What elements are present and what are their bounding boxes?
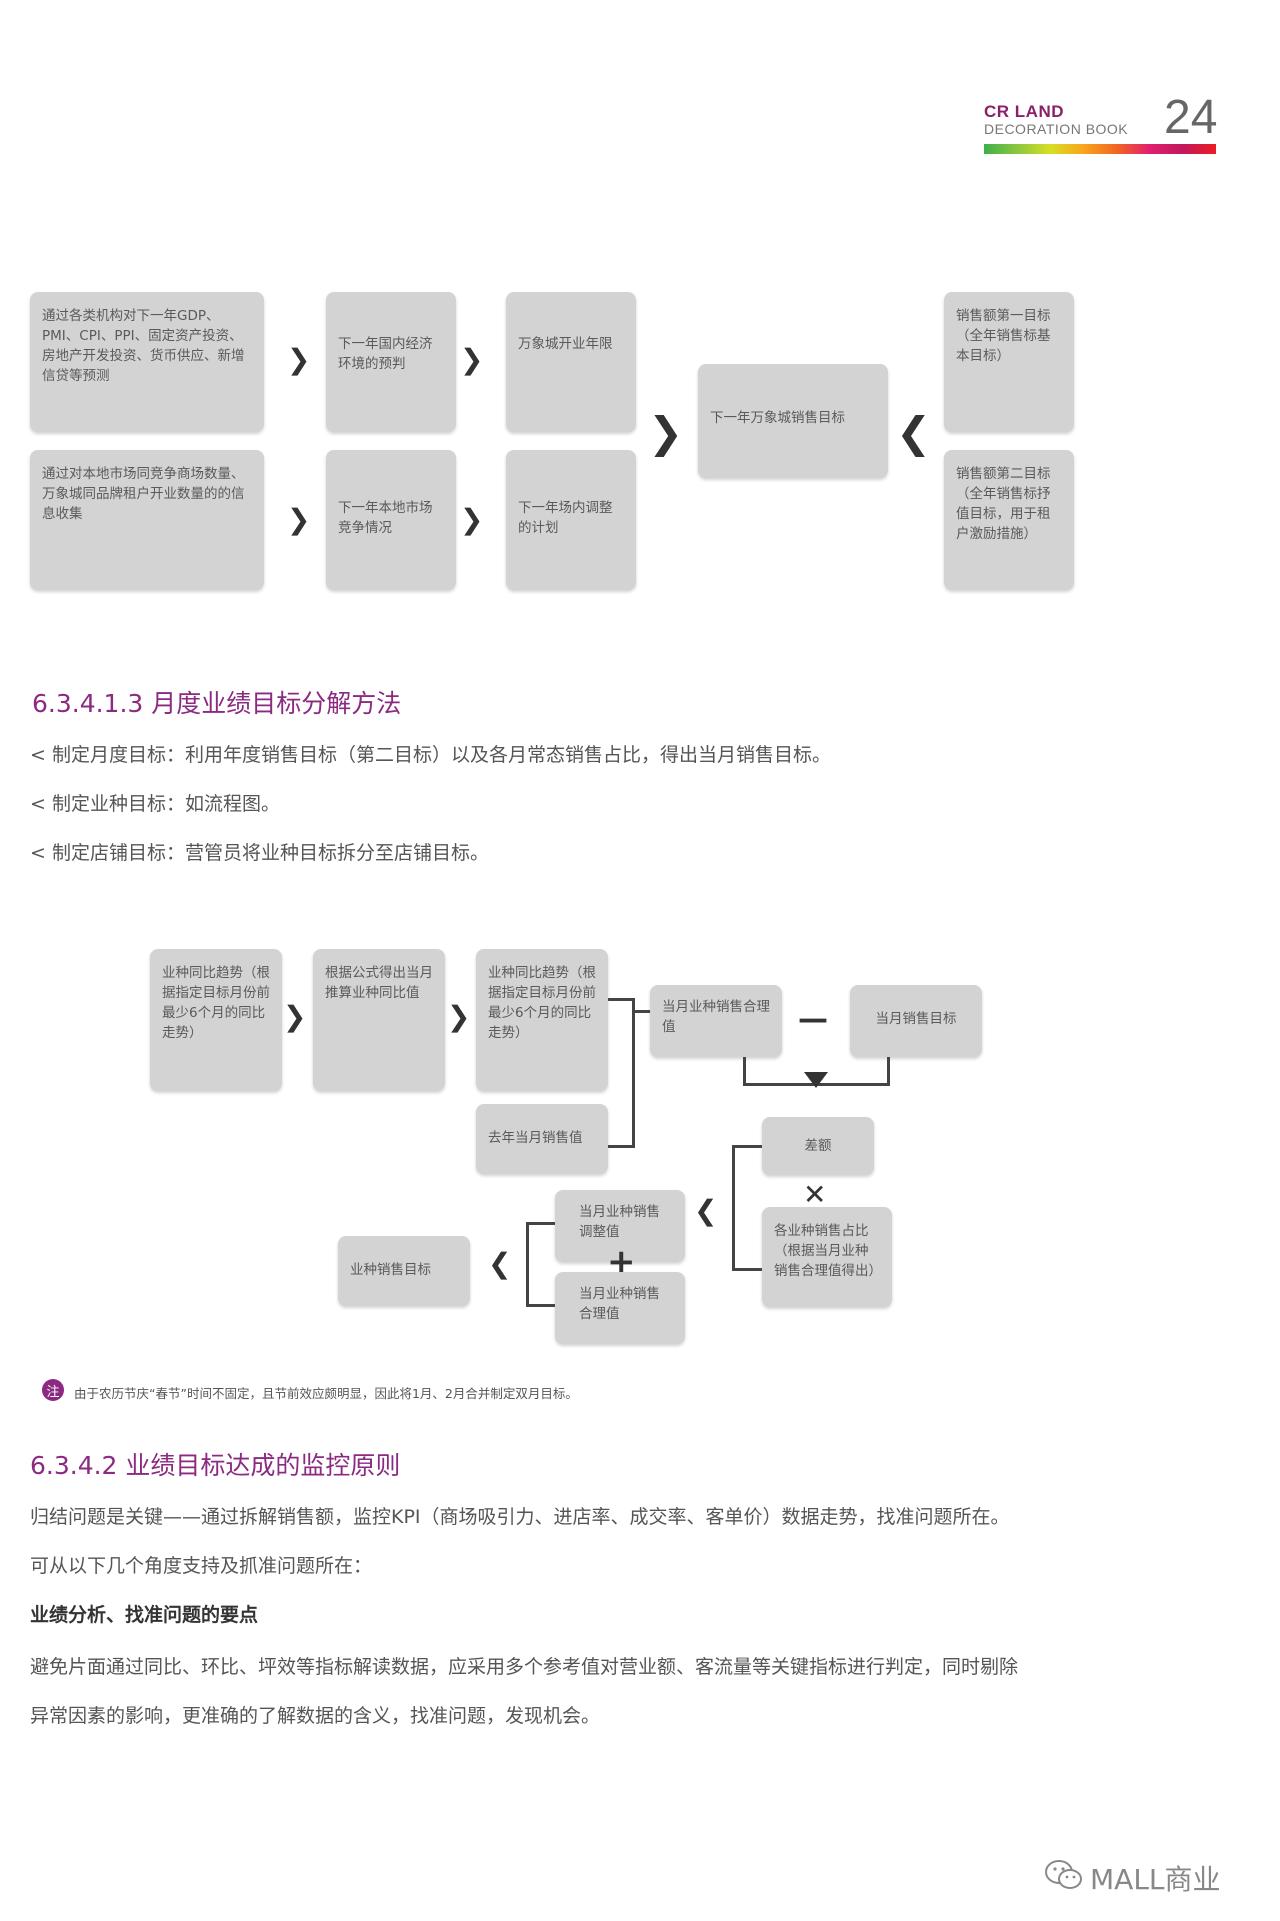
list-item: < 制定店铺目标：营管员将业种目标拆分至店铺目标。 (30, 842, 489, 864)
footnote: 由于农历节庆“春节”时间不固定，且节前效应颇明显，因此将1月、2月合并制定双月目… (74, 1386, 578, 1401)
paragraph: 可从以下几个角度支持及抓准问题所在： (30, 1555, 373, 1577)
connector-line (526, 1222, 529, 1307)
arrow-right-icon: ❯ (287, 503, 311, 536)
watermark-text: MALL商业 (1090, 1863, 1221, 1896)
flow-box-month-target: 当月销售目标 (850, 985, 982, 1057)
subheading: 业绩分析、找准问题的要点 (30, 1604, 259, 1626)
connector-line (526, 1304, 555, 1307)
flow-box-goal1: 销售额第一目标（全年销售标基本目标） (944, 292, 1074, 432)
section-title-monthly: 6.3.4.1.3 月度业绩目标分解方法 (32, 689, 402, 718)
note-icon: 注 (42, 1379, 64, 1401)
brand-name: CR LAND (984, 102, 1064, 121)
flow-box-adjusted: 当月业种销售调整值 (555, 1190, 685, 1262)
flow-box-adjust-plan: 下一年场内调整的计划 (506, 450, 636, 590)
flow-box-annual-target: 下一年万象城销售目标 (698, 364, 888, 478)
paragraph: 异常因素的影响，更准确的了解数据的含义，找准问题，发现机会。 (30, 1705, 601, 1727)
connector-line (632, 998, 635, 1148)
flow-box-reasonable: 当月业种销售合理值 (650, 985, 782, 1057)
minus-icon: — (798, 1002, 828, 1037)
arrow-down-icon (804, 1072, 828, 1088)
flow-box-final: 业种销售目标 (338, 1236, 470, 1306)
connector-line (632, 1010, 650, 1013)
flow-box-formula: 根据公式得出当月推算业种同比值 (313, 949, 445, 1091)
flow-box-economy: 下一年国内经济环境的预判 (326, 292, 456, 432)
flow-box-macro-forecast: 通过各类机构对下一年GDP、PMI、CPI、PPI、固定资产投资、房地产开发投资… (30, 292, 264, 432)
brand-subtitle: DECORATION BOOK (984, 121, 1129, 137)
flow-box-opening-years: 万象城开业年限 (506, 292, 636, 432)
arrow-right-icon: ❯ (460, 503, 484, 536)
connector-line (732, 1145, 762, 1148)
connector-line (732, 1145, 735, 1270)
arrow-right-icon: ❯ (460, 343, 484, 376)
flow-box-local-market: 通过对本地市场同竞争商场数量、万象城同品牌租户开业数量的的信息收集 (30, 450, 264, 590)
paragraph: 归结问题是关键——通过拆解销售额，监控KPI（商场吸引力、进店率、成交率、客单价… (30, 1506, 1010, 1528)
multiply-icon: ✕ (803, 1178, 827, 1211)
flow-box-difference: 差额 (762, 1117, 874, 1175)
connector-line (743, 1057, 746, 1085)
flow-box-reasonable-2: 当月业种销售合理值 (555, 1272, 685, 1344)
arrow-left-icon: ❮ (896, 408, 932, 457)
flow-box-competition: 下一年本地市场竞争情况 (326, 450, 456, 590)
arrow-left-icon: ❮ (694, 1194, 718, 1227)
arrow-right-icon: ❯ (648, 408, 684, 457)
flow-box-ratio: 各业种销售占比（根据当月业种销售合理值得出） (762, 1207, 892, 1307)
arrow-right-icon: ❯ (283, 1000, 307, 1033)
page-number: 24 (1164, 91, 1218, 144)
flow-box-trend-1: 业种同比趋势（根据指定目标月份前最少6个月的同比走势） (150, 949, 282, 1091)
paragraph: 避免片面通过同比、环比、坪效等指标解读数据，应采用多个参考值对营业额、客流量等关… (30, 1656, 1019, 1678)
arrow-right-icon: ❯ (287, 343, 311, 376)
section-title-monitoring: 6.3.4.2 业绩目标达成的监控原则 (30, 1451, 401, 1480)
list-item: < 制定业种目标：如流程图。 (30, 793, 280, 815)
list-item: < 制定月度目标：利用年度销售目标（第二目标）以及各月常态销售占比，得出当月销售… (30, 744, 831, 766)
arrow-right-icon: ❯ (447, 1000, 471, 1033)
flow-box-trend-2: 业种同比趋势（根据指定目标月份前最少6个月的同比走势） (476, 949, 608, 1091)
rainbow-bar (984, 144, 1216, 154)
wechat-icon (1044, 1858, 1084, 1892)
flow-box-goal2: 销售额第二目标（全年销售标抒值目标，用于租户激励措施） (944, 450, 1074, 590)
connector-line (608, 998, 634, 1001)
connector-line (608, 1145, 635, 1148)
connector-line (526, 1222, 555, 1225)
flow-box-last-year: 去年当月销售值 (476, 1104, 608, 1174)
arrow-left-icon: ❮ (488, 1247, 512, 1280)
connector-line (732, 1268, 762, 1271)
connector-line (887, 1057, 890, 1086)
